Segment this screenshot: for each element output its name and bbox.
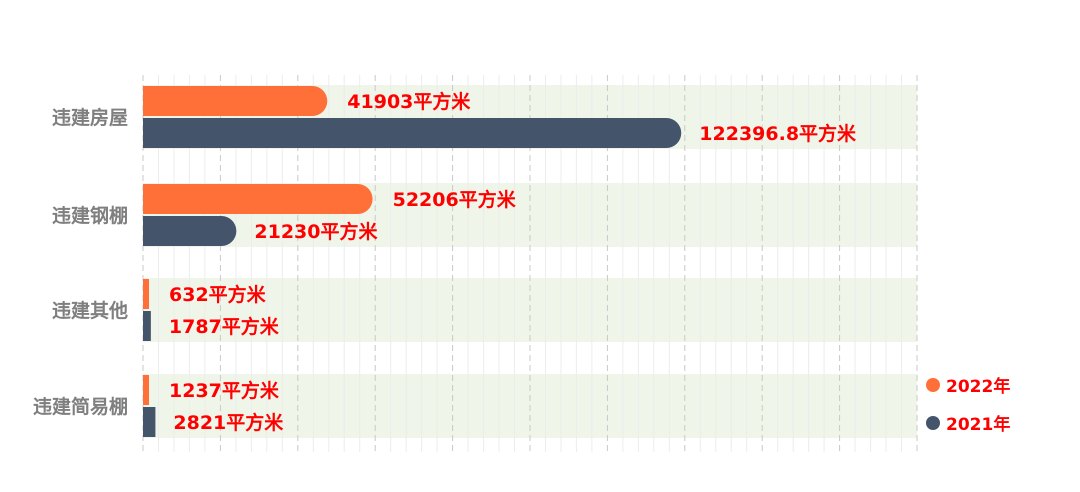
bar-2022-1	[143, 184, 373, 214]
legend-marker	[926, 416, 940, 430]
bar-2022-0	[142, 86, 328, 116]
data-label: 2821平方米	[173, 411, 284, 434]
bar-2021-3	[143, 407, 156, 437]
bar-2022-3	[143, 375, 149, 405]
legend: 2022年 2021年	[926, 376, 1010, 435]
category-label: 违建其他	[52, 299, 128, 322]
legend-label: 2021年	[946, 414, 1010, 435]
category-label: 违建简易棚	[33, 395, 128, 418]
bar-2021-1	[143, 216, 237, 246]
bar-2021-2	[143, 311, 151, 341]
data-label: 21230平方米	[254, 220, 378, 243]
legend-marker	[926, 378, 940, 392]
data-label: 122396.8平方米	[699, 122, 857, 145]
legend-label: 2022年	[946, 376, 1010, 397]
data-label: 632平方米	[169, 283, 267, 306]
data-label: 1787平方米	[169, 315, 280, 338]
bar-2022-2	[143, 279, 149, 309]
bars	[142, 86, 682, 437]
data-labels: 41903平方米 52206平方米 632平方米 1237平方米 122396.8平方米…	[169, 90, 857, 434]
data-label: 1237平方米	[169, 379, 280, 402]
category-label: 违建钢棚	[52, 204, 128, 227]
data-label: 41903平方米	[347, 90, 471, 113]
data-label: 52206平方米	[393, 188, 517, 211]
bar-2021-0	[143, 118, 682, 148]
category-label: 违建房屋	[52, 106, 128, 129]
